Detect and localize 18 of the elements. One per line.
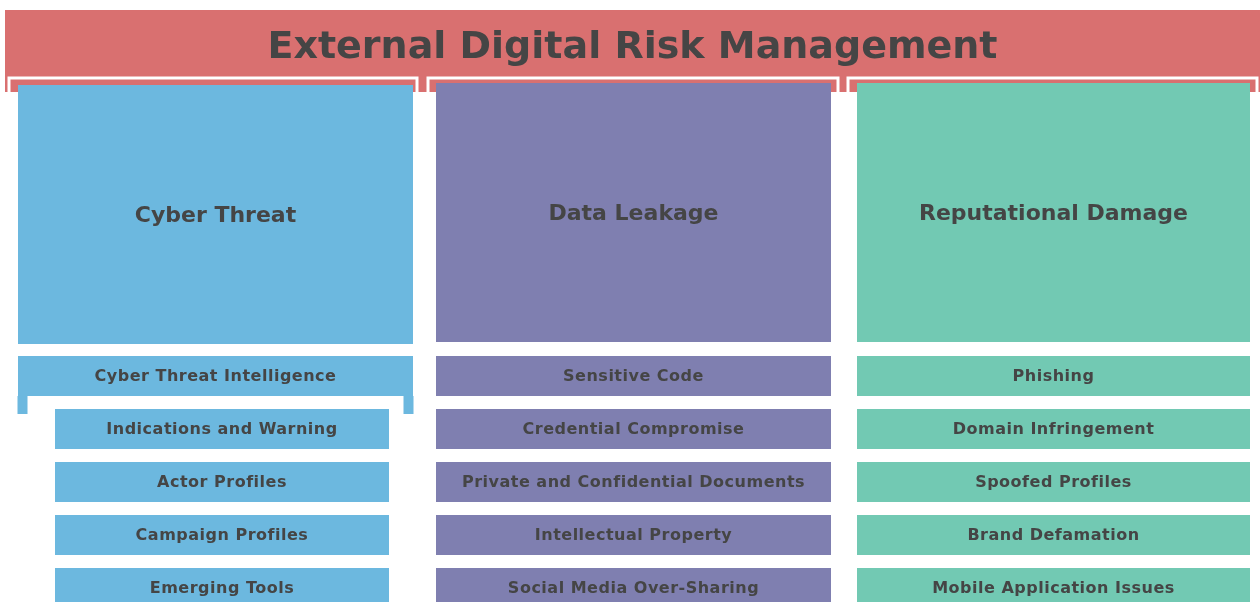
item-box: Domain Infringement: [857, 409, 1250, 449]
item-box: Brand Defamation: [857, 515, 1250, 555]
item-box: Credential Compromise: [436, 409, 831, 449]
category-box: Reputational Damage: [857, 83, 1250, 342]
item-box: Sensitive Code: [436, 356, 831, 396]
category-box: Cyber Threat: [18, 85, 413, 344]
item-box: Private and Confidential Documents: [436, 462, 831, 502]
item-box: Actor Profiles: [55, 462, 389, 502]
item-box: Indications and Warning: [55, 409, 389, 449]
item-box: Campaign Profiles: [55, 515, 389, 555]
item-box: Cyber Threat Intelligence: [18, 356, 413, 396]
category-box: Data Leakage: [436, 83, 831, 342]
item-box: Spoofed Profiles: [857, 462, 1250, 502]
item-box: Phishing: [857, 356, 1250, 396]
item-box: Social Media Over-Sharing: [436, 568, 831, 602]
item-box: Intellectual Property: [436, 515, 831, 555]
item-box: Emerging Tools: [55, 568, 389, 602]
item-box: Mobile Application Issues: [857, 568, 1250, 602]
